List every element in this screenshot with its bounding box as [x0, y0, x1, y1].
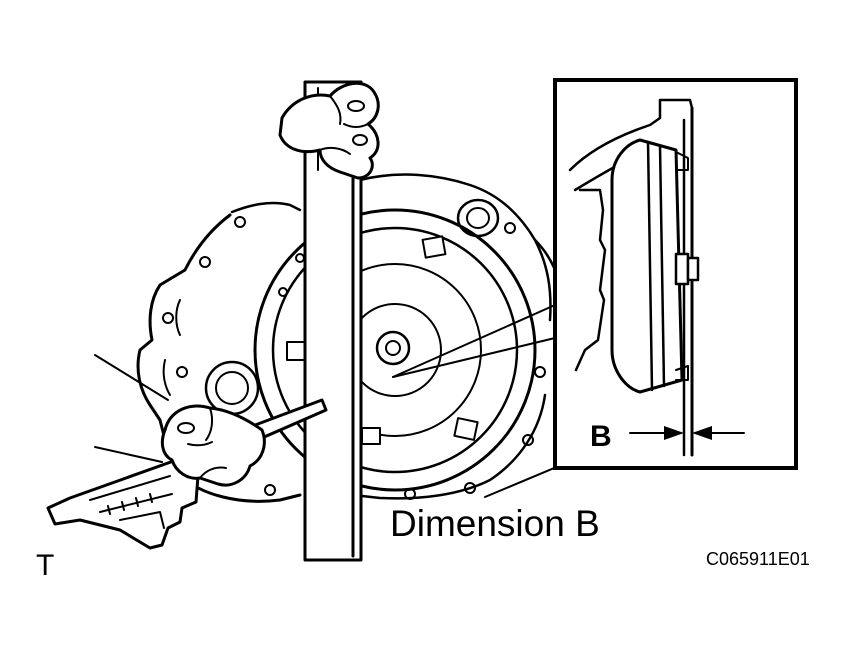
corner-mark: T	[36, 549, 54, 582]
upper-hand	[278, 81, 380, 180]
lower-hand	[160, 404, 266, 487]
torque-converter	[253, 208, 537, 492]
zoom-line-lower	[392, 337, 556, 378]
dimension-label: Dimension B	[390, 503, 600, 544]
leader-line-2	[94, 446, 163, 463]
transaxle-case	[136, 173, 562, 503]
zoom-line-upper	[392, 304, 556, 378]
figure-code: C065911E01	[706, 549, 810, 569]
detail-inset	[553, 78, 798, 470]
callout-letter-b: B	[590, 420, 612, 453]
leader-line-1	[94, 354, 169, 401]
